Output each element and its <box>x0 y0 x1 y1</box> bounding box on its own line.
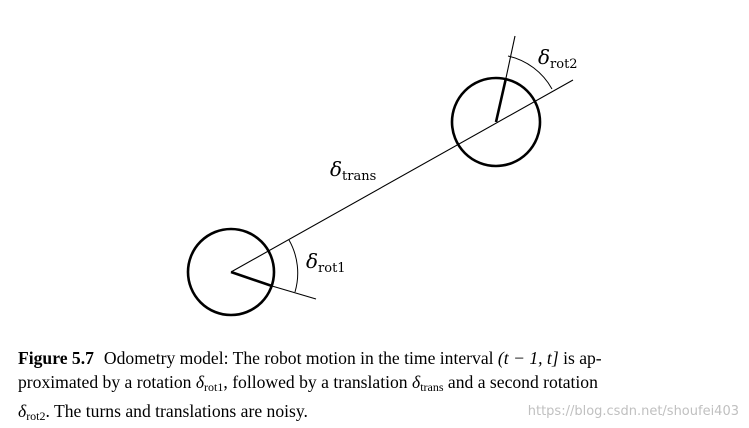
rot2-arc <box>507 55 553 90</box>
label-delta-rot2: δrot2 <box>538 45 578 72</box>
caption-trans-sub: trans <box>420 380 444 394</box>
robot-start-circle <box>186 227 276 317</box>
figure-label: Figure 5.7 <box>18 348 94 368</box>
figure-caption: Figure 5.7 Odometry model: The robot moti… <box>18 346 742 428</box>
caption-rot2-sub: rot2 <box>26 409 46 423</box>
odometry-diagram: δtrans δrot1 δrot2 <box>186 35 578 317</box>
caption-line2-mid: , followed by a translation <box>223 372 412 392</box>
caption-line1-end: is ap- <box>558 348 602 368</box>
robot-start-heading <box>230 270 273 288</box>
caption-interval: (t − 1, t] <box>497 348 559 368</box>
label-delta-trans: δtrans <box>330 157 376 184</box>
start-heading-extension <box>271 285 317 300</box>
watermark: https://blog.csdn.net/shoufei403 <box>527 404 739 419</box>
caption-line2-end: and a second rotation <box>443 372 598 392</box>
translation-line <box>230 79 574 273</box>
robot-end-heading <box>494 77 508 123</box>
caption-rot1-sub: rot1 <box>204 380 224 394</box>
caption-line1: Odometry model: The robot motion in the … <box>103 348 498 368</box>
robot-end-circle <box>450 76 542 168</box>
caption-line3-end: . The turns and translations are noisy. <box>45 401 308 421</box>
rot1-arc <box>288 239 299 293</box>
caption-rot1-symbol: δ <box>195 372 205 392</box>
label-delta-rot1: δrot1 <box>306 249 346 276</box>
caption-trans-symbol: δ <box>412 372 421 392</box>
caption-line2-start: proximated by a rotation <box>18 372 196 392</box>
caption-rot2-symbol: δ <box>18 401 27 421</box>
